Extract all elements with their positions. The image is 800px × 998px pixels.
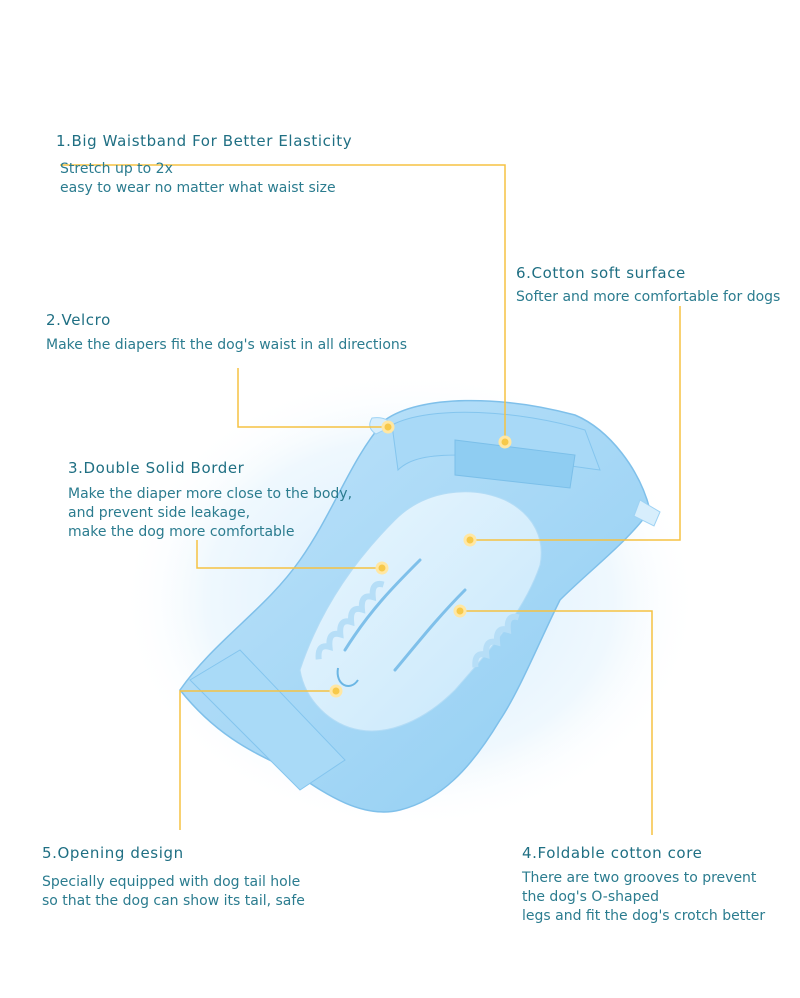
feature-desc-line: Softer and more comfortable for dogs [516,289,781,305]
feature-desc-line: and prevent side leakage, [68,505,251,521]
feature-title-core: 4.Foldable cotton core [522,844,703,862]
feature-desc-line: the dog's O-shaped [522,889,659,905]
callout-line-waistband [60,164,506,442]
tail-hole [336,667,359,687]
feature-title-velcro: 2.Velcro [46,311,111,329]
callout-line-velcro [237,368,388,428]
left-ruffle [315,581,385,660]
feature-title-opening: 5.Opening design [42,844,184,862]
feature-desc-line: There are two grooves to prevent [522,870,757,886]
callout-dot-velcro [381,420,395,434]
callout-line-border [196,540,382,569]
callout-line-surface [470,306,681,541]
feature-title-surface: 6.Cotton soft surface [516,264,686,282]
absorbent-pad [299,491,542,732]
side-tab [633,499,661,527]
waistband-patch [454,439,576,489]
feature-desc-border: Make the diaper more close to the body, … [68,485,352,542]
callout-dot-waistband [498,435,512,449]
feature-desc-waistband: Stretch up to 2x easy to wear no matter … [60,160,336,198]
feature-desc-line: so that the dog can show its tail, safe [42,893,305,909]
right-ruffle [472,613,520,668]
callout-dot-core [453,604,467,618]
feature-desc-line: legs and fit the dog's crotch better [522,908,766,924]
back-tab [189,649,346,791]
feature-title-border: 3.Double Solid Border [68,459,245,477]
feature-desc-surface: Softer and more comfortable for dogs [516,288,780,307]
callout-dots [329,420,512,698]
feature-desc-line: Specially equipped with dog tail hole [42,874,301,890]
callout-dot-border [375,561,389,575]
callout-line-opening [179,690,336,830]
feature-desc-velcro: Make the diapers fit the dog's waist in … [46,336,407,355]
callout-line-core [460,610,653,835]
callout-lines [60,164,681,835]
feature-desc-line: Make the diapers fit the dog's waist in … [46,337,408,353]
feature-desc-line: Make the diaper more close to the body, [68,486,353,502]
feature-desc-line: easy to wear no matter what waist size [60,180,336,196]
groove-left [343,558,422,652]
feature-desc-opening: Specially equipped with dog tail hole so… [42,873,305,911]
callout-dot-surface [463,533,477,547]
feature-title-waistband: 1.Big Waistband For Better Elasticity [56,132,353,150]
callout-dot-opening [329,684,343,698]
feature-desc-line: Stretch up to 2x [60,161,173,177]
feature-desc-line: make the dog more comfortable [68,524,295,540]
feature-desc-core: There are two grooves to prevent the dog… [522,869,765,926]
groove-right [393,588,467,672]
